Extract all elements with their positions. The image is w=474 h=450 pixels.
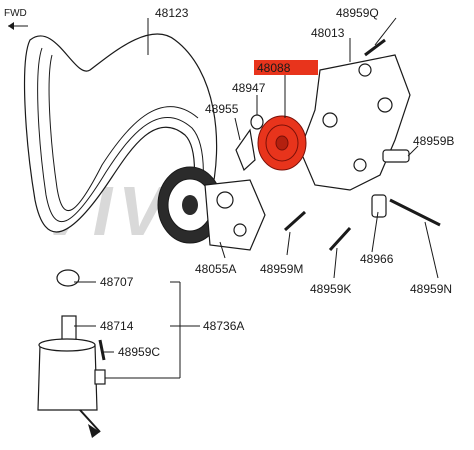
bolt-48959B [382,149,410,163]
label-48123: 48123 [155,6,189,20]
label-48959M: 48959M [260,262,303,276]
leader-lines [74,17,439,379]
label-48947: 48947 [232,81,266,95]
bolt-48959Q [364,38,386,57]
small-bracket-48955 [235,128,256,172]
bolt-48959C [98,339,106,361]
label-48959C: 48959C [118,345,160,359]
label-48707: 48707 [100,275,134,289]
label-48055A: 48055A [195,262,236,276]
highlight-label-box [254,60,318,75]
label-48736A: 48736A [203,319,244,333]
bolt-48959M [283,210,307,232]
label-48955: 48955 [205,102,239,116]
fwd-label: FWD [4,8,27,19]
label-48013: 48013 [311,26,345,40]
label-48966: 48966 [360,252,394,266]
label-48959B: 48959B [413,134,454,148]
fwd-arrow-icon [8,22,28,30]
label-48088: 48088 [257,61,291,75]
spacer-48947 [250,114,264,130]
label-48959K: 48959K [310,282,351,296]
collar-48966 [371,194,387,218]
bolt-48959N [389,198,441,227]
power-steering-pump [157,166,266,251]
idler-pulley-highlighted [257,115,307,171]
label-48714: 48714 [100,319,134,333]
label-48959N: 48959N [410,282,452,296]
pump-bracket [299,54,411,191]
reservoir-assembly [37,269,106,438]
bolt-48959K [328,226,352,252]
label-48959Q: 48959Q [336,6,379,20]
